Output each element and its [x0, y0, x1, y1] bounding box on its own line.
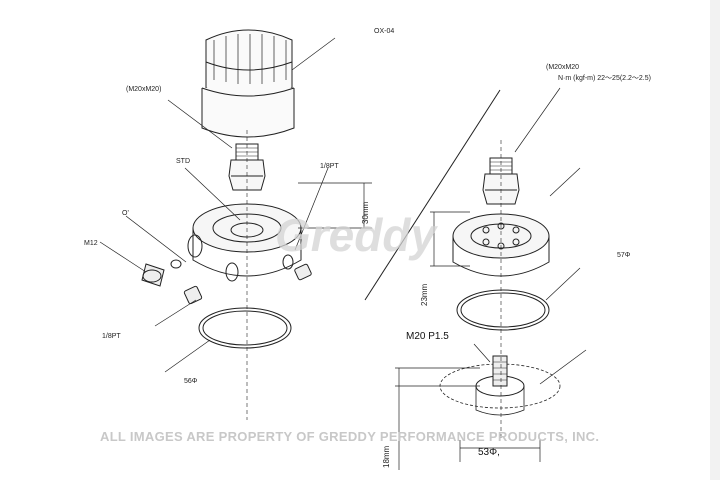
leader-lines [99, 37, 587, 385]
separator-line [364, 89, 501, 301]
std-label: STD [176, 158, 190, 165]
dia-57-label: 57Φ [617, 252, 631, 259]
thermostat-plate [452, 213, 550, 277]
filter-model-label: OX-04 [374, 28, 395, 35]
pt-plug-lower [183, 285, 203, 305]
dia-56-label: 56Φ [184, 378, 198, 385]
pt-bottom-label: 1/8PT [102, 333, 121, 340]
dim-18mm-label: 18mm [382, 445, 391, 468]
greddy-logo-watermark: Greddy [275, 209, 437, 261]
dimension-lines [298, 182, 541, 470]
thread-size-right-label: (M20xM20 [546, 64, 580, 71]
m12-label: M12 [84, 240, 98, 247]
thread-pitch-label: M20 P1.5 [406, 331, 449, 342]
thread-size-left-label: (M20xM20) [126, 86, 162, 93]
o-ring-56 [198, 307, 292, 349]
dim-23mm-label: 23mm [420, 283, 429, 306]
oil-filter-part [201, 29, 295, 138]
dim-30mm-label: 30mm [361, 201, 370, 224]
o-ring-small [170, 259, 182, 269]
page-edge [710, 0, 720, 480]
engine-mount-boss [439, 355, 561, 416]
pt-plug-upper [294, 263, 312, 281]
pt-top-label: 1/8PT [320, 163, 339, 170]
o-ring-label: O' [122, 210, 129, 217]
copyright-watermark: ALL IMAGES ARE PROPERTY OF GREDDY PERFOR… [100, 429, 600, 444]
dia-53-label: 53Φ, [478, 447, 500, 458]
m12-plug [141, 263, 165, 287]
o-ring-57 [456, 289, 550, 331]
torque-spec-label: N·m (kgf-m) 22〜25(2.2〜2.5) [558, 75, 651, 82]
